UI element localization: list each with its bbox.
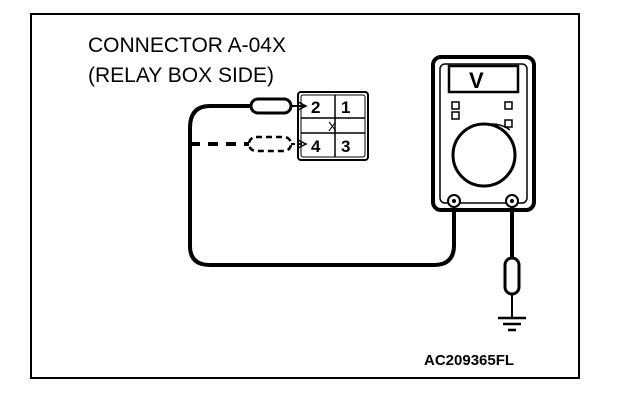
- pin-4-label: 4: [311, 137, 321, 156]
- meter-button-right-bottom: [504, 119, 513, 128]
- probe-body-dashed: [247, 135, 293, 153]
- probe-arrow: [297, 101, 308, 111]
- multimeter: V: [431, 55, 536, 212]
- pin-1-label: 1: [341, 98, 350, 117]
- probe-pin-2: [249, 97, 308, 115]
- connector-housing: [297, 91, 369, 161]
- meter-rotary-dial: [451, 122, 517, 188]
- probe-body: [249, 97, 293, 115]
- pin-2-label: 2: [311, 98, 320, 117]
- pin-3-label: 3: [341, 137, 350, 156]
- figure-border: [30, 13, 580, 379]
- meter-inner-outline: [439, 63, 528, 204]
- lead-wire-positive: [188, 104, 456, 267]
- meter-display: [447, 64, 520, 94]
- connector-inner-outline: [300, 94, 366, 158]
- probe-arrow-dashed: [297, 139, 308, 149]
- meter-button-left-top: [451, 101, 460, 110]
- connector-a04x: 2 1 X 4 3: [297, 91, 369, 161]
- meter-button-left-bottom: [451, 111, 460, 120]
- connector-subtitle: (RELAY BOX SIDE): [88, 64, 274, 87]
- connector-center-mark: X: [328, 119, 337, 134]
- connector-title: CONNECTOR A-04X: [88, 34, 286, 57]
- meter-jack-positive-core: [452, 199, 456, 203]
- meter-display-symbol: V: [469, 68, 484, 93]
- probe-pin-4-alternate: [190, 135, 308, 153]
- ground-probe-body: [503, 256, 521, 296]
- meter-button-right-top: [504, 101, 513, 110]
- ground-lead: [498, 207, 526, 332]
- figure-code: AC209365FL: [424, 352, 514, 369]
- meter-jack-negative-core: [510, 199, 514, 203]
